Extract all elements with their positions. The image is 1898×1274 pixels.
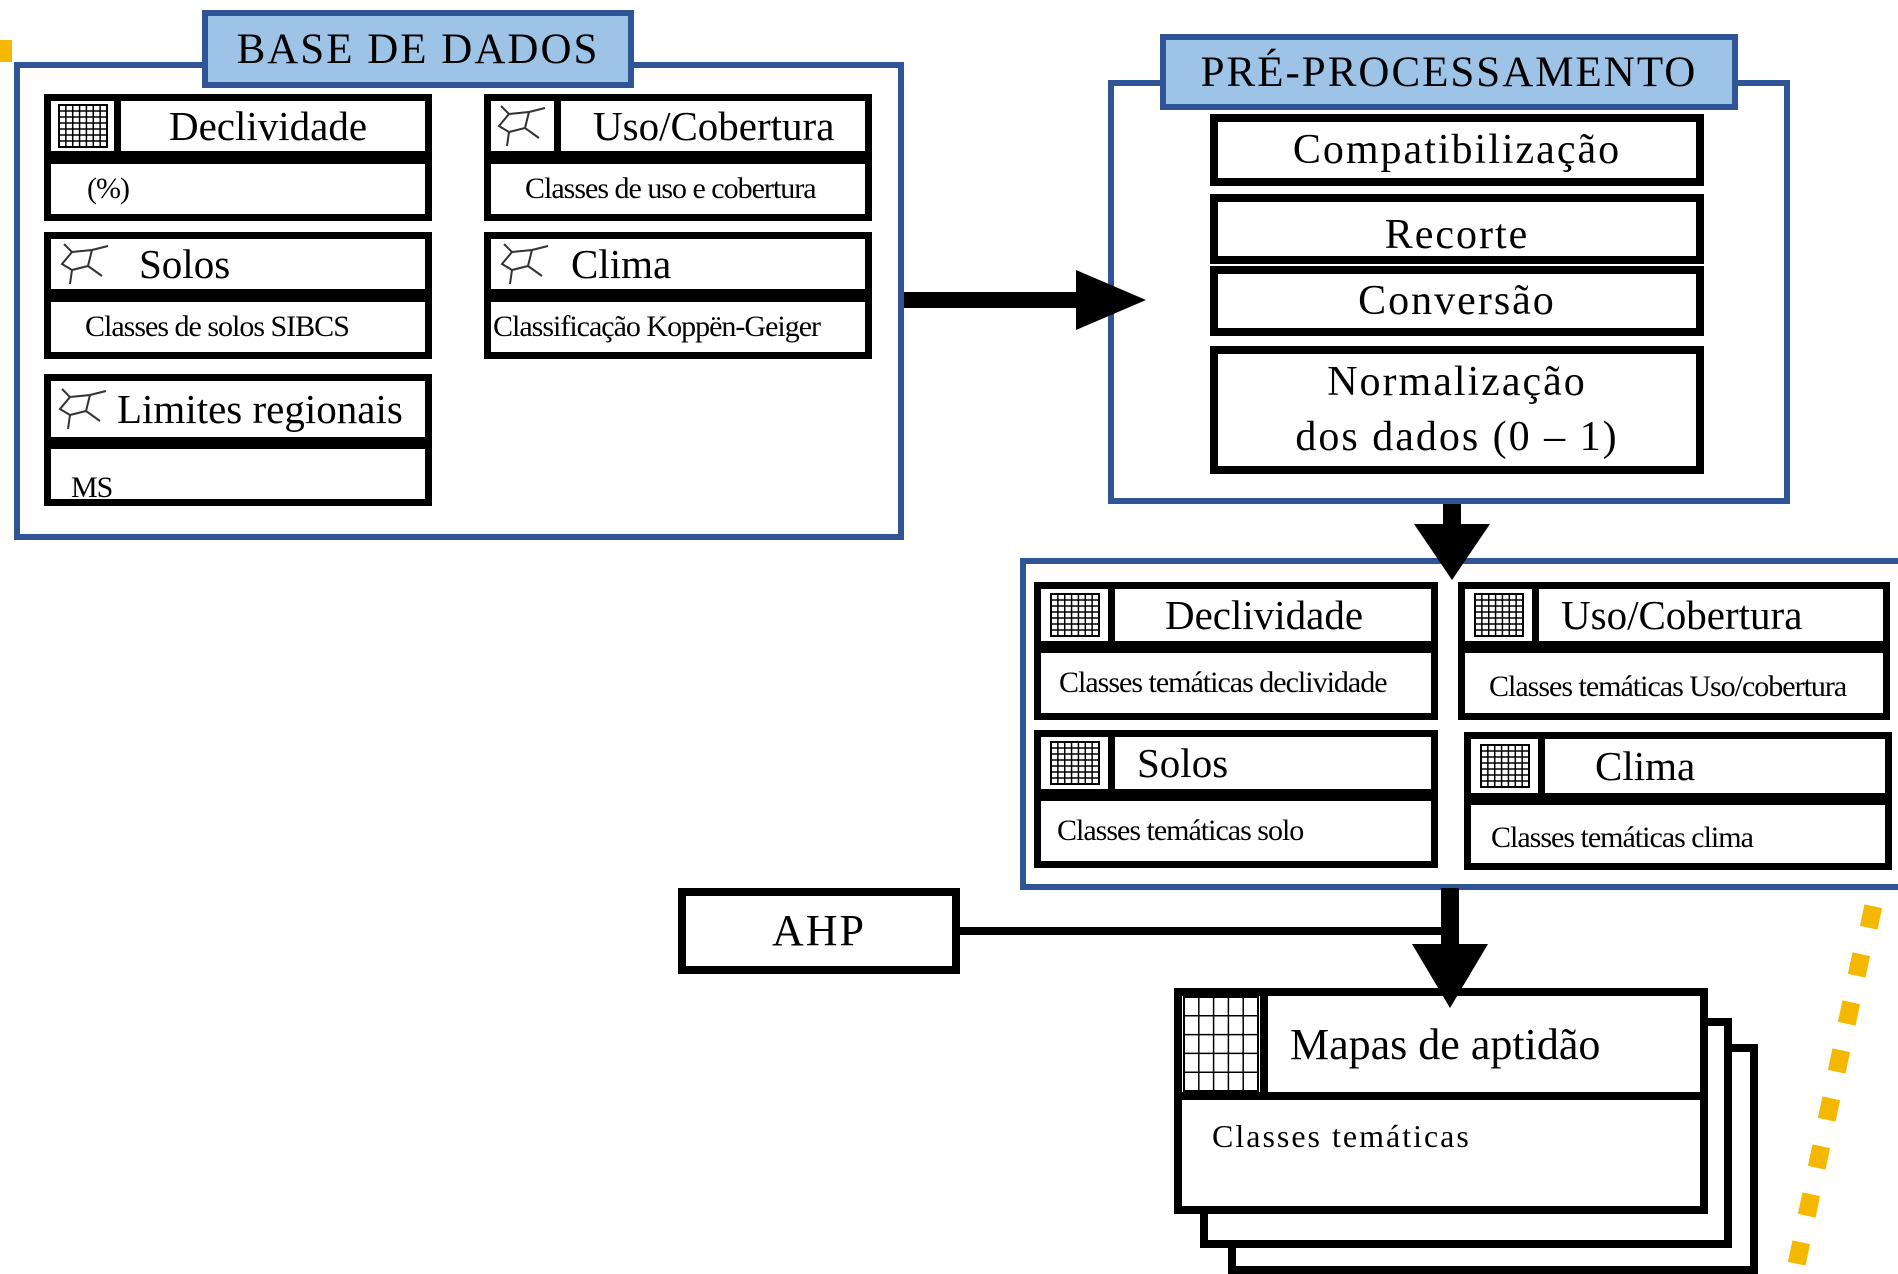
layer-desc: Classes temáticas Uso/cobertura xyxy=(1489,670,1847,703)
decorative-dash xyxy=(1817,1096,1841,1122)
layer-name: Uso/Cobertura xyxy=(593,103,835,149)
layer-desc: Classes de solos SIBCS xyxy=(85,310,350,343)
grid-icon xyxy=(51,101,121,151)
layer-name: Uso/Cobertura xyxy=(1561,592,1803,638)
base-layer-uso-header: Uso/Cobertura xyxy=(484,94,872,158)
vector-icon xyxy=(491,239,561,289)
thematic-uso-header: Uso/Cobertura xyxy=(1458,582,1890,648)
ahp-box: AHP xyxy=(678,888,960,974)
thematic-clima-desc: Classes temáticas clima xyxy=(1464,798,1892,870)
grid-icon xyxy=(1182,996,1268,1092)
step-recorte: Recorte xyxy=(1210,194,1704,264)
grid-icon xyxy=(1041,589,1115,641)
base-layer-solos-desc: Classes de solos SIBCS xyxy=(44,295,432,359)
decorative-dash xyxy=(1837,1000,1861,1026)
layer-desc: Classes de uso e cobertura xyxy=(525,172,817,205)
step-compatibilizacao: Compatibilização xyxy=(1210,114,1704,186)
thematic-uso-desc: Classes temáticas Uso/cobertura xyxy=(1458,646,1890,720)
output-header: Mapas de aptidão xyxy=(1182,996,1700,1100)
thematic-clima-header: Clima xyxy=(1464,732,1892,800)
output-map-card: Mapas de aptidão Classes temáticas xyxy=(1174,988,1708,1214)
layer-name: Limites regionais xyxy=(117,386,403,432)
decorative-dash xyxy=(1787,1240,1811,1266)
layer-name: Clima xyxy=(571,241,672,287)
decorative-dash xyxy=(1847,952,1871,978)
base-layer-solos-header: Solos xyxy=(44,232,432,296)
step-conversao: Conversão xyxy=(1210,266,1704,336)
layer-name: Declividade xyxy=(169,103,368,149)
thematic-declividade-desc: Classes temáticas declividade xyxy=(1034,646,1438,720)
output-desc: Classes temáticas xyxy=(1212,1118,1471,1154)
layer-desc: Classes temáticas solo xyxy=(1057,814,1304,847)
base-layer-clima-desc: Classificação Koppën-Geiger xyxy=(484,295,872,359)
layer-name: Clima xyxy=(1595,743,1696,789)
layer-desc: Classes temáticas declividade xyxy=(1059,666,1388,699)
layer-name: Solos xyxy=(139,241,231,287)
base-layer-limites-header: Limites regionais xyxy=(44,374,432,444)
decorative-dash xyxy=(0,40,12,62)
thematic-solos-desc: Classes temáticas solo xyxy=(1034,794,1438,868)
step-normalizacao-line1: Normalização xyxy=(1327,359,1587,406)
base-de-dados-title: BASE DE DADOS xyxy=(202,10,634,88)
grid-icon xyxy=(1471,739,1545,793)
vector-icon xyxy=(51,239,121,289)
layer-desc: Classificação Koppën-Geiger xyxy=(493,310,821,343)
thematic-solos-header: Solos xyxy=(1034,730,1438,796)
decorative-dash xyxy=(1859,904,1883,930)
base-layer-declividade-header: Declividade xyxy=(44,94,432,158)
grid-icon xyxy=(1465,589,1539,641)
base-layer-clima-header: Clima xyxy=(484,232,872,296)
layer-desc: (%) xyxy=(87,172,130,205)
base-layer-uso-desc: Classes de uso e cobertura xyxy=(484,157,872,221)
layer-desc: Classes temáticas clima xyxy=(1491,821,1754,854)
decorative-dash xyxy=(1807,1144,1831,1170)
base-layer-declividade-desc: (%) xyxy=(44,157,432,221)
vector-icon xyxy=(491,101,561,151)
step-normalizacao-line2: dos dados (0 – 1) xyxy=(1295,414,1619,460)
decorative-dash xyxy=(1827,1048,1851,1074)
grid-icon xyxy=(1041,737,1115,789)
base-layer-limites-desc: MS xyxy=(44,442,432,506)
layer-name: Solos xyxy=(1137,740,1229,786)
step-normalizacao: Normalização dos dados (0 – 1) xyxy=(1210,346,1704,474)
layer-name: Declividade xyxy=(1165,592,1364,638)
decorative-dash xyxy=(1797,1192,1821,1218)
output-title: Mapas de aptidão xyxy=(1290,1019,1601,1069)
layer-desc: MS xyxy=(71,471,113,504)
thematic-declividade-header: Declividade xyxy=(1034,582,1438,648)
pre-processamento-title: PRÉ-PROCESSAMENTO xyxy=(1160,34,1738,110)
vector-icon xyxy=(51,381,117,437)
